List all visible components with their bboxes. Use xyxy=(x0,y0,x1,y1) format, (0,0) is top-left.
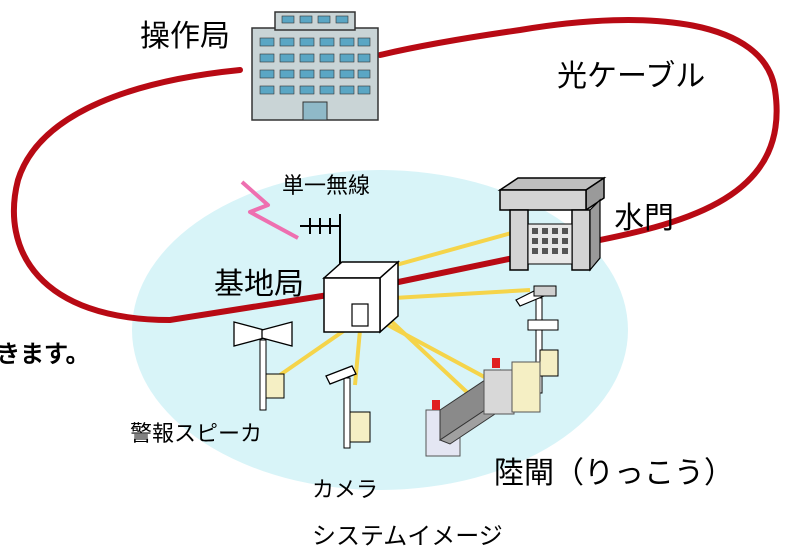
optical-cable-line xyxy=(11,17,780,324)
radio-signal-icon xyxy=(240,180,299,240)
operation-station-label: 操作局 xyxy=(140,19,230,54)
land-gate-icon xyxy=(425,358,541,457)
base-station-label: 基地局 xyxy=(214,267,304,302)
camera-icon xyxy=(325,365,371,449)
camera-label: カメラ xyxy=(312,478,379,503)
water-gate-icon xyxy=(497,176,607,272)
water-gate-label: 水門 xyxy=(614,201,674,236)
partial-text: きます。 xyxy=(0,340,90,368)
antenna-icon xyxy=(300,214,341,272)
single-radio-label: 単一無線 xyxy=(282,174,371,199)
caption: システムイメージ xyxy=(312,522,503,550)
optical-cable-label: 光ケーブル xyxy=(557,59,706,94)
base-station-icon xyxy=(322,260,400,334)
camera-icon xyxy=(515,285,559,394)
building-icon xyxy=(251,11,379,121)
speaker-icon xyxy=(233,321,293,411)
alarm-speaker-label: 警報スピーカ xyxy=(130,422,263,447)
land-gate-label: 陸閘（りっこう） xyxy=(494,456,734,491)
